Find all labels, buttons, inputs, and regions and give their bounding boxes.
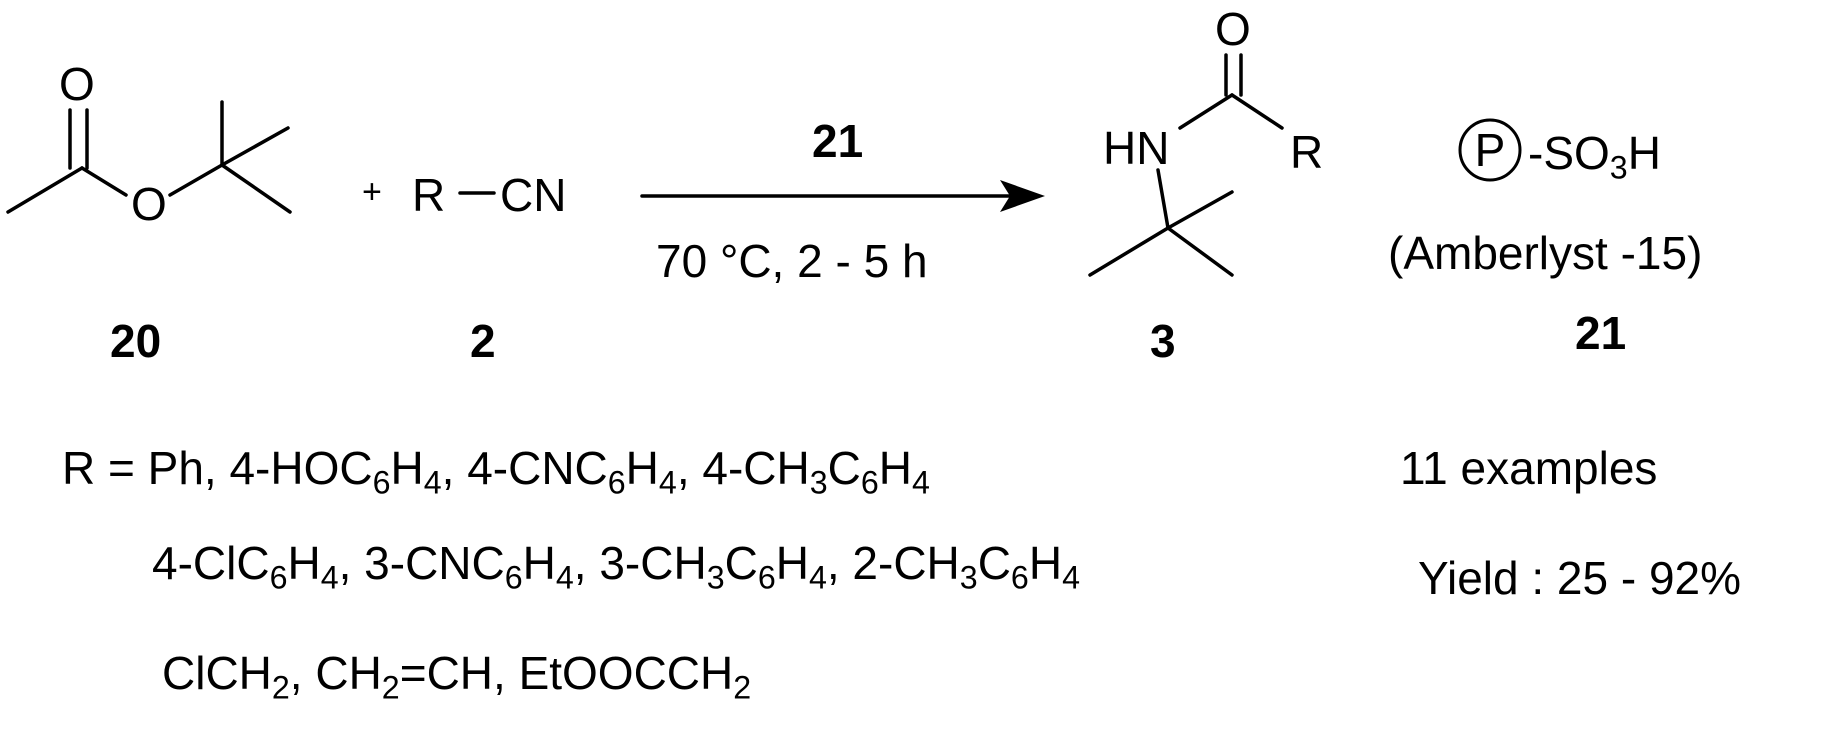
examples-count: 11 examples xyxy=(1400,442,1658,494)
n-tert-butyl-amide-structure: O HN R xyxy=(1088,3,1323,277)
reaction-arrow xyxy=(640,180,1045,212)
nitrile-cn-group: CN xyxy=(500,169,567,221)
ester-c-o-bond xyxy=(80,166,128,197)
substituent-line-3: ClCH2, CH2=CH, EtOOCCH2 xyxy=(162,647,752,706)
product-tbu-methyl-1 xyxy=(1166,190,1234,230)
amide-hn: HN xyxy=(1103,122,1169,174)
n-carbonyl-bond xyxy=(1178,93,1234,130)
amide-oxygen: O xyxy=(1215,3,1251,55)
product-r-group: R xyxy=(1290,126,1323,178)
tert-butyl-acetate-structure: O O xyxy=(6,58,292,230)
substituent-line-1: R = Ph, 4-HOC6H4, 4-CNC6H4, 4-CH3C6H4 xyxy=(62,442,930,501)
arrow-head xyxy=(1000,180,1045,212)
o-tbu-bond xyxy=(168,163,224,197)
tbu-methyl-bond-2 xyxy=(220,163,292,214)
product-tbu-methyl-2 xyxy=(1166,226,1234,277)
substituent-line-2: 4-ClC6H4, 3-CNC6H4, 3-CH3C6H4, 2-CH3C6H4 xyxy=(152,537,1080,596)
compound-number-20: 20 xyxy=(110,315,162,367)
ester-oxygen: O xyxy=(131,178,167,230)
yield-range: Yield : 25 - 92% xyxy=(1418,552,1742,604)
polymer-support: P xyxy=(1458,118,1522,182)
methyl-bond xyxy=(6,166,84,214)
polymer-circle xyxy=(1458,118,1522,182)
product-tbu-methyl-3 xyxy=(1088,226,1170,277)
compound-number-2: 2 xyxy=(470,315,496,367)
tbu-methyl-bond-1 xyxy=(220,126,290,167)
reaction-conditions: 70 °C, 2 - 5 h xyxy=(656,235,928,287)
n-tbu-bond xyxy=(1156,168,1170,230)
catalyst-name: (Amberlyst -15) xyxy=(1388,227,1703,279)
sulfonic-acid-group: -SO3H xyxy=(1528,127,1661,186)
polymer-p-symbol: P xyxy=(1475,124,1506,176)
carbonyl-oxygen: O xyxy=(59,58,95,110)
plus-sign: + xyxy=(362,173,382,211)
compound-number-3: 3 xyxy=(1150,315,1176,367)
compound-number-21: 21 xyxy=(1575,307,1627,359)
carbonyl-r-bond xyxy=(1230,93,1284,130)
arrow-catalyst-number: 21 xyxy=(812,115,864,167)
nitrile-r-group: R xyxy=(412,169,446,221)
